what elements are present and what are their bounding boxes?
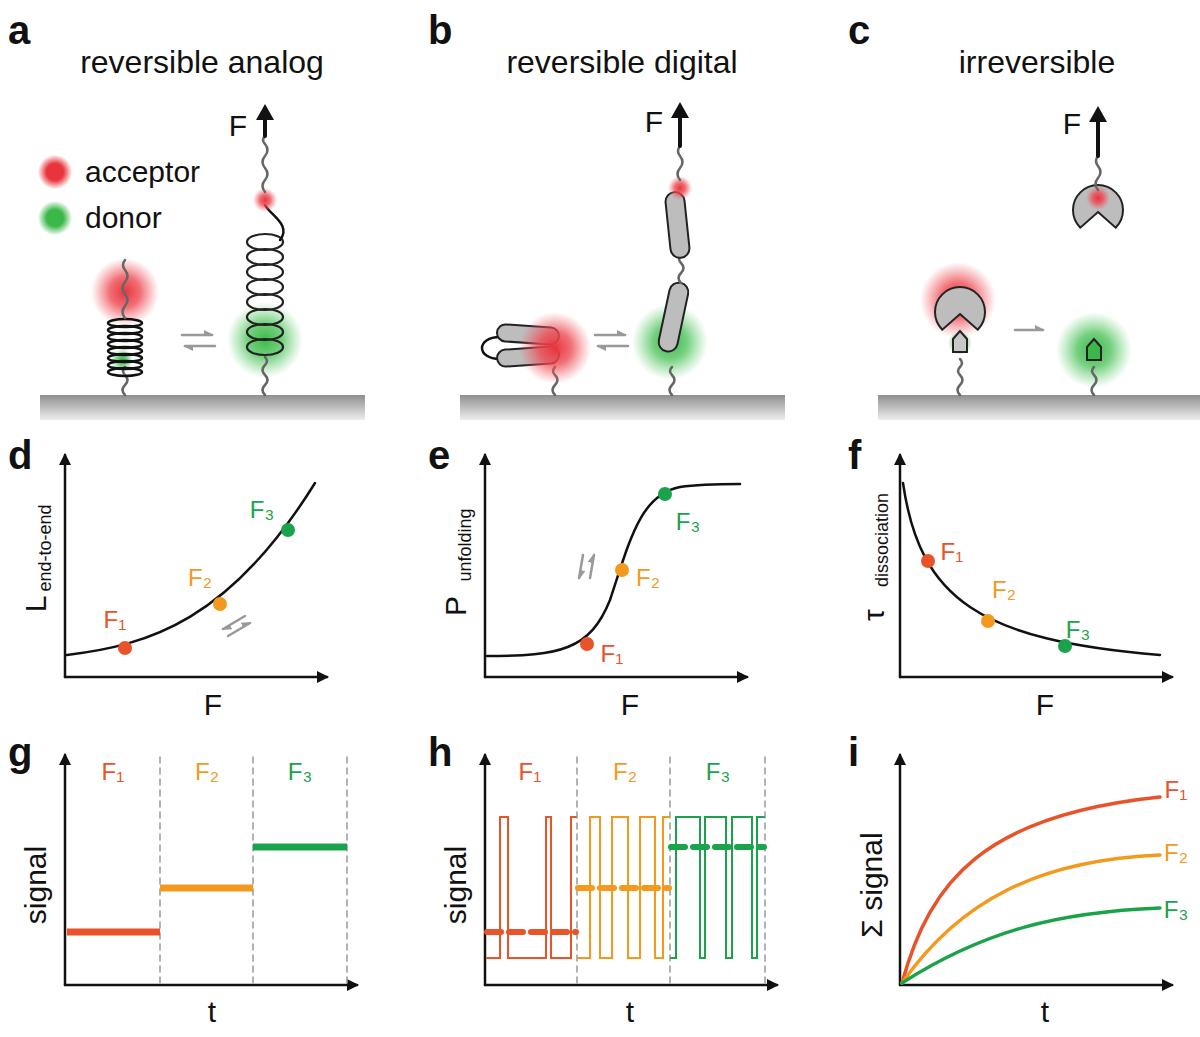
curve-label: F₂ [1164, 841, 1188, 865]
axis-label: F [204, 690, 222, 720]
panel-letter: g [8, 732, 32, 772]
panel-title: reversible analog [80, 46, 324, 78]
force-point: F₃ [250, 498, 274, 522]
force-point: F₂ [636, 566, 660, 590]
legend-text: acceptor [85, 157, 200, 187]
force-segment: F₂ [195, 760, 219, 784]
axis-label: signal [21, 846, 51, 924]
axis-subscript: dissociation [873, 493, 891, 587]
force-segment: F₂ [613, 760, 637, 784]
force-segment: F₃ [288, 760, 312, 784]
force-segment: F₃ [706, 760, 730, 784]
force-point: F₁ [941, 540, 964, 564]
panel-letter: e [428, 435, 450, 475]
force-point: F₂ [992, 578, 1016, 602]
axis-label: τ [859, 609, 889, 621]
curve-label: F₃ [1164, 898, 1188, 922]
force-label: F [1063, 109, 1081, 139]
panel-title: reversible digital [506, 46, 737, 78]
force-label: F [645, 107, 663, 137]
axis-label: t [626, 997, 634, 1027]
axis-label: F [621, 690, 639, 720]
axis-label: L [21, 596, 51, 613]
panel-letter: h [428, 732, 452, 772]
axis-label: P [441, 596, 471, 616]
axis-label: F [1036, 690, 1054, 720]
axis-subscript: end-to-end [36, 504, 54, 591]
panel-letter: b [428, 10, 452, 50]
legend-swatch [38, 155, 72, 189]
panel-title: irreversible [959, 46, 1115, 78]
axis-label: t [208, 997, 216, 1027]
panel-letter: i [848, 732, 859, 772]
axis-subscript: unfolding [456, 508, 474, 581]
force-point: F₂ [188, 566, 212, 590]
curve-label: F₁ [1165, 778, 1188, 802]
panel-letter: c [848, 10, 870, 50]
panel-letter: f [848, 435, 861, 475]
panel-letter: a [8, 10, 30, 50]
axis-label: signal [441, 846, 471, 924]
legend-text: donor [85, 203, 162, 233]
legend-swatch [38, 201, 72, 235]
panel-letter: d [8, 435, 32, 475]
axis-label: t [1041, 997, 1049, 1027]
force-segment: F₁ [102, 760, 125, 784]
force-point: F₃ [676, 510, 700, 534]
force-point: F₁ [104, 608, 127, 632]
force-point: F₁ [601, 642, 624, 666]
force-segment: F₁ [519, 760, 542, 784]
axis-label: Σ signal [857, 832, 887, 937]
force-point: F₃ [1066, 618, 1090, 642]
force-label: F [229, 111, 247, 141]
